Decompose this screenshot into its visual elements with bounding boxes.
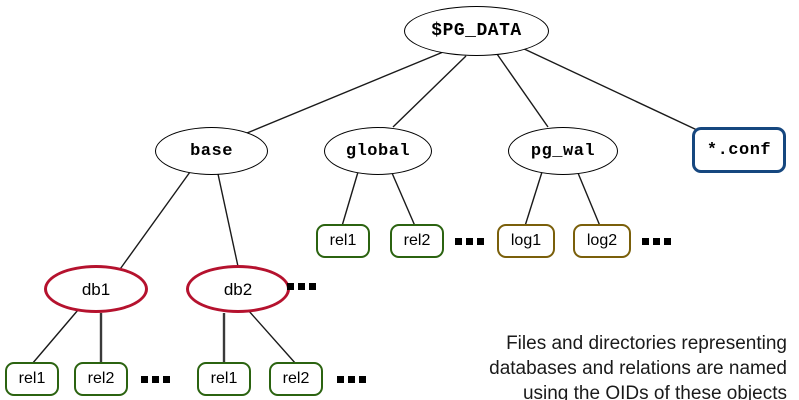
dot [455, 238, 462, 245]
dot [298, 283, 305, 290]
dot [287, 283, 294, 290]
edge-pgwal-log2 [577, 172, 601, 227]
ellipsis-logs [642, 238, 671, 245]
ellipsis-global-rels [455, 238, 484, 245]
edge-base-db2 [217, 173, 240, 272]
dot [466, 238, 473, 245]
caption-line-1: Files and directories representing [506, 333, 787, 354]
node-db2-rel2[interactable]: rel2 [269, 362, 323, 396]
edge-global-rel2 [391, 172, 416, 227]
ellipsis-db2-rels [337, 376, 366, 383]
node-global[interactable]: global [324, 127, 432, 175]
node-conf-files[interactable]: *.conf [692, 127, 786, 173]
edge-root-global [392, 55, 467, 128]
node-log2[interactable]: log2 [573, 224, 631, 258]
edge-db1-rel1 [31, 309, 79, 365]
dot [477, 238, 484, 245]
node-db1-rel2[interactable]: rel2 [74, 362, 128, 396]
node-db1-rel1[interactable]: rel1 [5, 362, 59, 396]
edge-pgwal-log1 [524, 171, 543, 227]
node-db2-rel1[interactable]: rel1 [197, 362, 251, 396]
edge-root-conf [519, 46, 698, 131]
edge-global-rel1 [341, 171, 359, 227]
edge-root-base [246, 49, 449, 134]
ellipsis-db1-rels [141, 376, 170, 383]
edge-base-db1 [117, 171, 191, 273]
node-pgdata-root[interactable]: $PG_DATA [404, 6, 549, 56]
dot [653, 238, 660, 245]
caption-block: Files and directories representing datab… [457, 331, 787, 400]
caption-line-3: using the OIDs of these objects [522, 383, 787, 400]
node-global-rel2[interactable]: rel2 [390, 224, 444, 258]
dot [309, 283, 316, 290]
node-global-rel1[interactable]: rel1 [316, 224, 370, 258]
node-base[interactable]: base [155, 127, 268, 175]
node-db2[interactable]: db2 [186, 265, 290, 313]
dot [163, 376, 170, 383]
ellipsis-databases [287, 283, 316, 290]
dot [152, 376, 159, 383]
dot [141, 376, 148, 383]
dot [359, 376, 366, 383]
dot [642, 238, 649, 245]
dot [337, 376, 344, 383]
node-db1[interactable]: db1 [44, 265, 148, 313]
node-pg-wal[interactable]: pg_wal [508, 127, 618, 175]
edge-root-pgwal [496, 53, 549, 128]
dot [348, 376, 355, 383]
caption-line-2: databases and relations are named [489, 358, 787, 379]
dot [664, 238, 671, 245]
node-log1[interactable]: log1 [497, 224, 555, 258]
edge-db2-rel2 [247, 309, 297, 365]
